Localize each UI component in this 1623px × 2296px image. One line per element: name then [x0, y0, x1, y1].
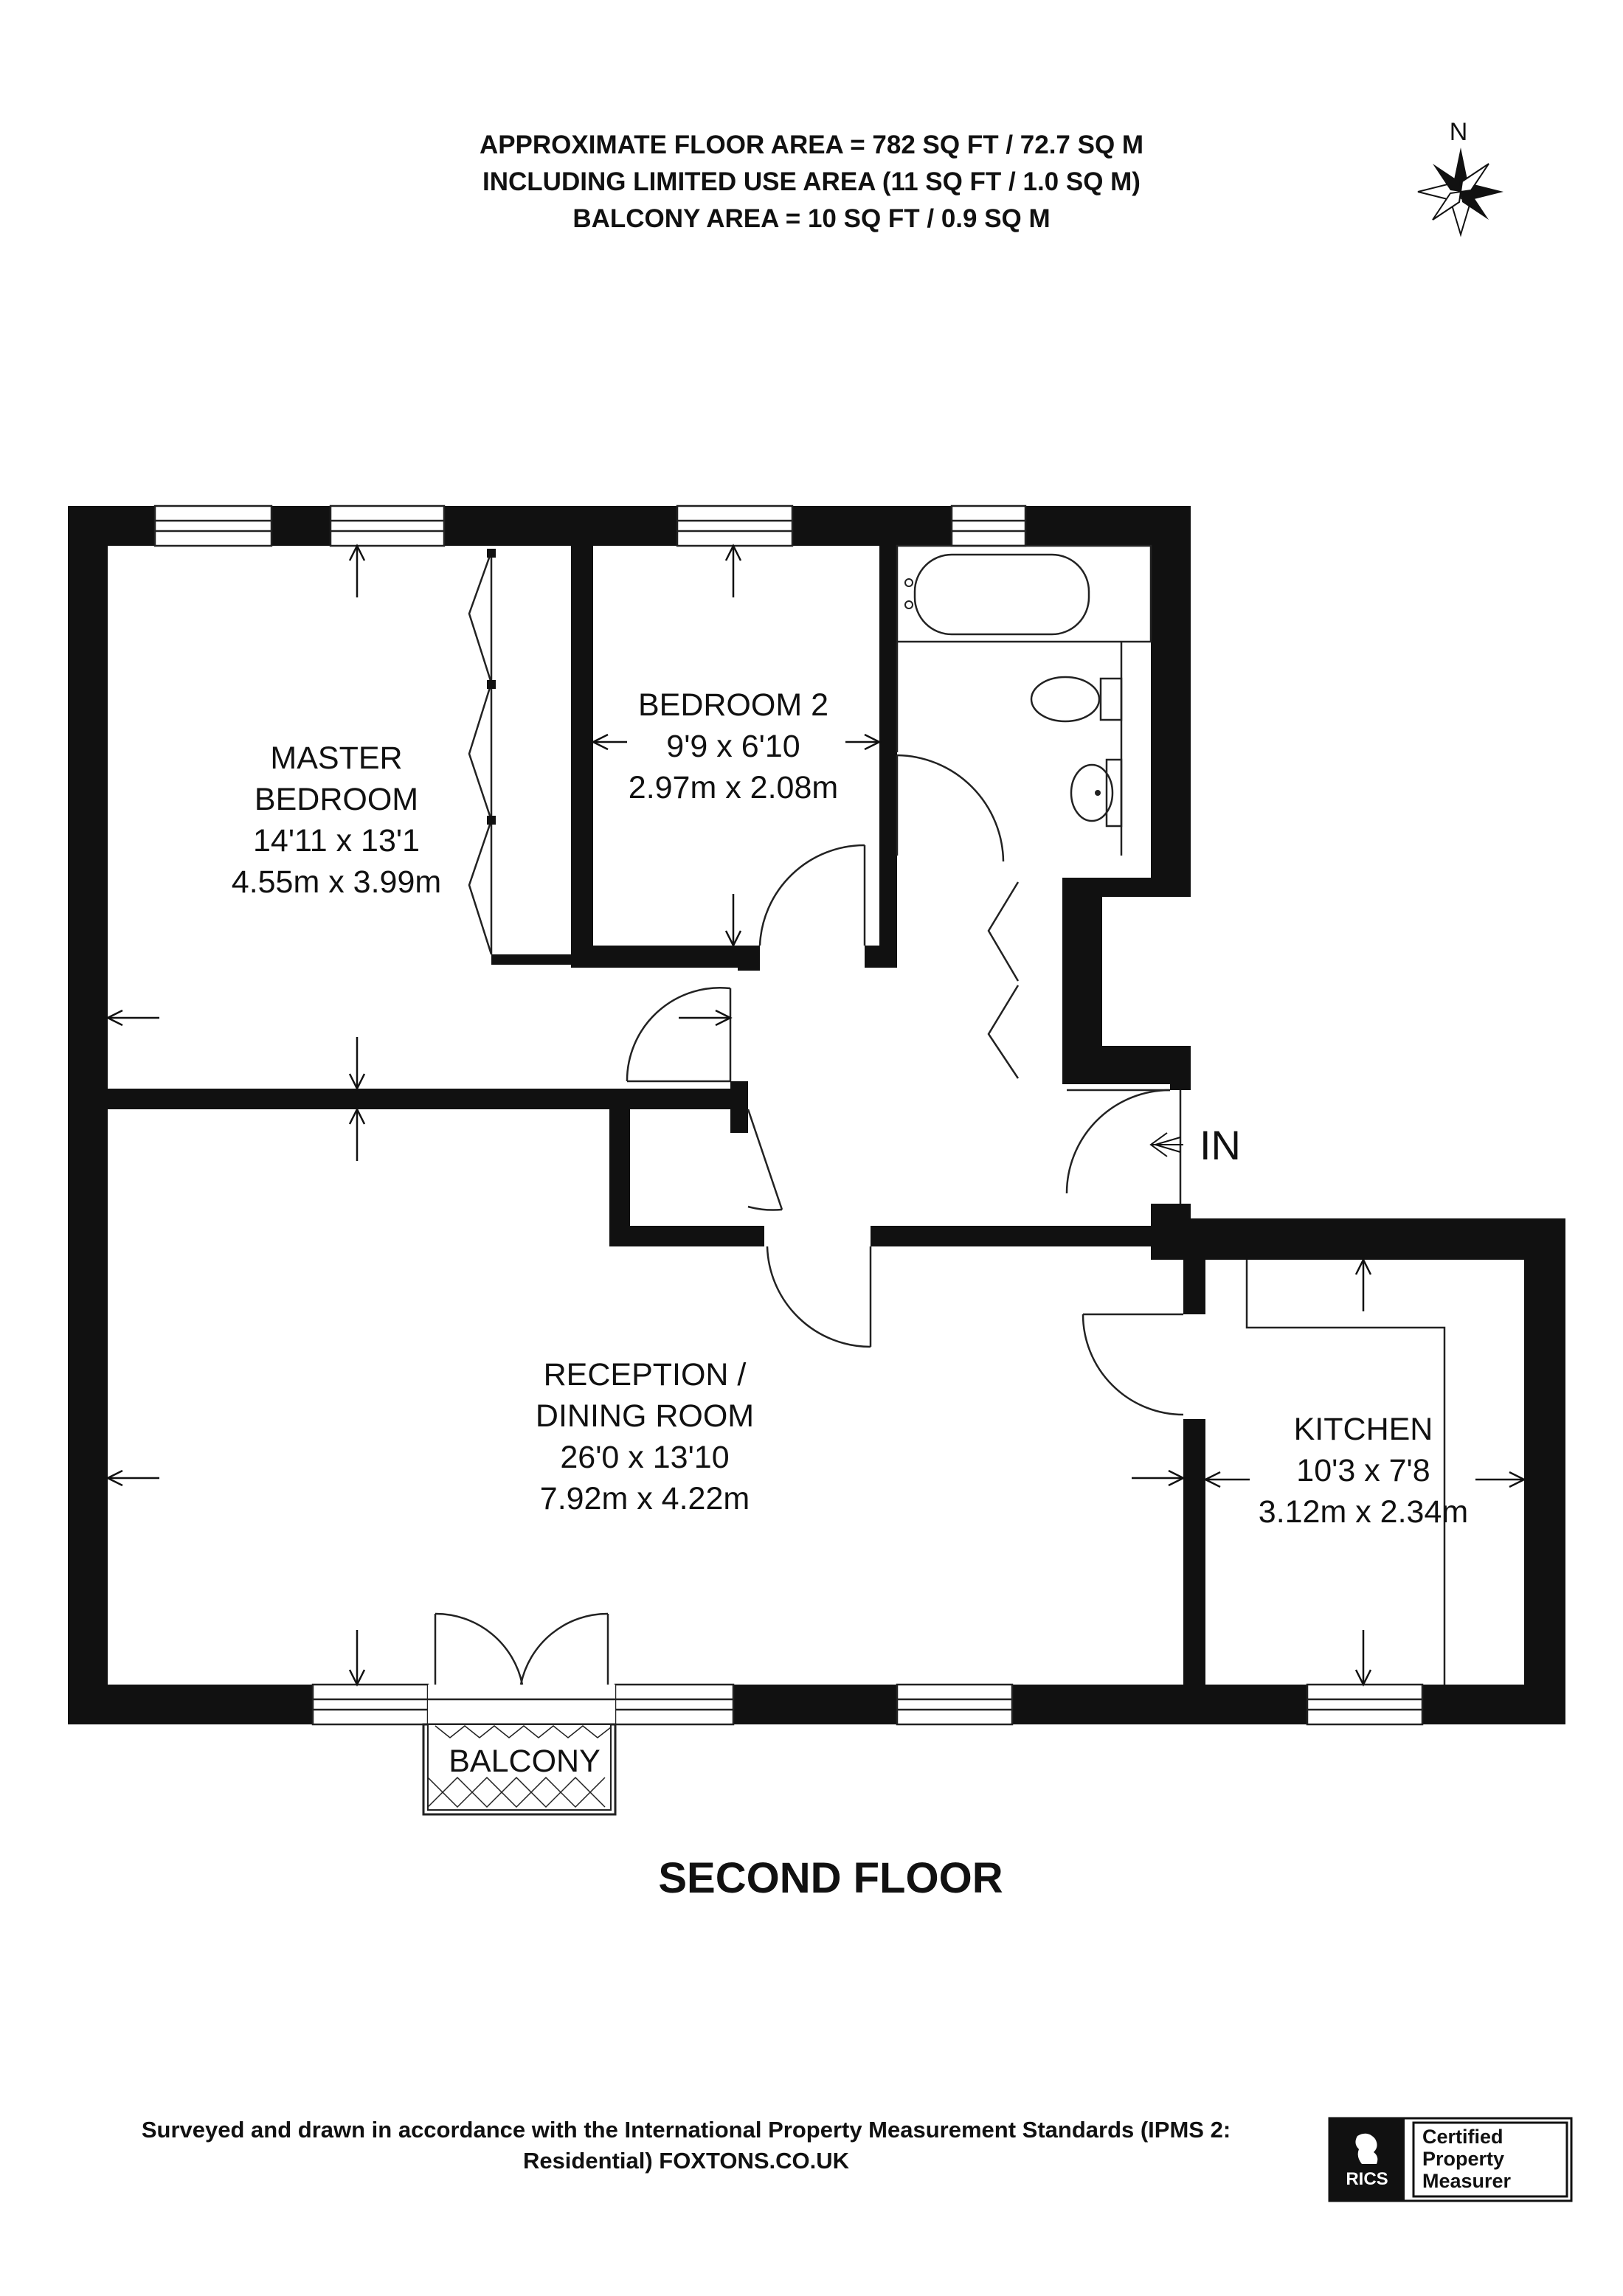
balcony-label: BALCONY: [449, 1744, 601, 1779]
balcony-area-text: BALCONY AREA = 10 SQ FT / 0.9 SQ M: [572, 204, 1050, 233]
kitchen-label: KITCHEN 10'3 x 7'8 3.12m x 2.34m: [1259, 1412, 1468, 1530]
master-bedroom-imperial: 14'11 x 13'1: [253, 823, 420, 859]
compass-rose-icon: N: [1417, 118, 1503, 237]
master-bedroom-label: MASTER BEDROOM 14'11 x 13'1 4.55m x 3.99…: [232, 741, 441, 900]
compass-north-label: N: [1450, 118, 1468, 146]
rics-line-1: Certified: [1422, 2126, 1503, 2148]
kitchen-name: KITCHEN: [1294, 1412, 1433, 1447]
bathroom-fixtures: [896, 544, 1152, 856]
reception-label: RECEPTION / DINING ROOM 26'0 x 13'10 7.9…: [536, 1357, 754, 1516]
master-bedroom-name-1: MASTER: [270, 741, 402, 776]
dimension-arrows: [105, 544, 1526, 1687]
wardrobe: [468, 549, 496, 955]
kitchen-metric: 3.12m x 2.34m: [1259, 1494, 1468, 1530]
bathtub-icon: [904, 553, 1090, 636]
floor-area-text: APPROXIMATE FLOOR AREA = 782 SQ FT / 72.…: [480, 131, 1143, 159]
rics-lion-icon: [1355, 2133, 1378, 2164]
reception-metric: 7.92m x 4.22m: [540, 1481, 750, 1516]
kitchen-imperial: 10'3 x 7'8: [1296, 1453, 1430, 1488]
master-bedroom-metric: 4.55m x 3.99m: [232, 864, 441, 900]
limited-use-area-text: INCLUDING LIMITED USE AREA (11 SQ FT / 1…: [482, 167, 1141, 196]
entrance-arrow-icon: [1149, 1132, 1183, 1157]
reception-name-2: DINING ROOM: [536, 1398, 754, 1434]
bedroom-2-name: BEDROOM 2: [638, 687, 828, 723]
master-bedroom-name-2: BEDROOM: [255, 782, 418, 817]
footer-line-2: Residential) FOXTONS.CO.UK: [523, 2148, 850, 2174]
bedroom-2-label: BEDROOM 2 9'9 x 6'10 2.97m x 2.08m: [629, 687, 838, 805]
sink-icon: [1070, 758, 1123, 828]
reception-name-1: RECEPTION /: [544, 1357, 747, 1392]
toilet-icon: [1030, 676, 1123, 723]
footer-line-1: Surveyed and drawn in accordance with th…: [142, 2117, 1231, 2143]
reception-imperial: 26'0 x 13'10: [560, 1440, 729, 1475]
rics-line-3: Measurer: [1422, 2170, 1512, 2192]
bedroom-2-imperial: 9'9 x 6'10: [666, 729, 800, 764]
windows: [153, 504, 1424, 1726]
kitchen-worktop: [1245, 1260, 1446, 1685]
balcony: BALCONY: [422, 1723, 617, 1816]
doors: [434, 754, 1184, 1685]
rics-brand: RICS: [1346, 2169, 1388, 2189]
rics-badge: RICS Certified Property Measurer: [1328, 2117, 1573, 2202]
bedroom-2-metric: 2.97m x 2.08m: [629, 770, 838, 805]
entrance-label: IN: [1200, 1122, 1241, 1168]
rics-line-2: Property: [1422, 2148, 1504, 2170]
floor-title: SECOND FLOOR: [658, 1854, 1003, 1902]
